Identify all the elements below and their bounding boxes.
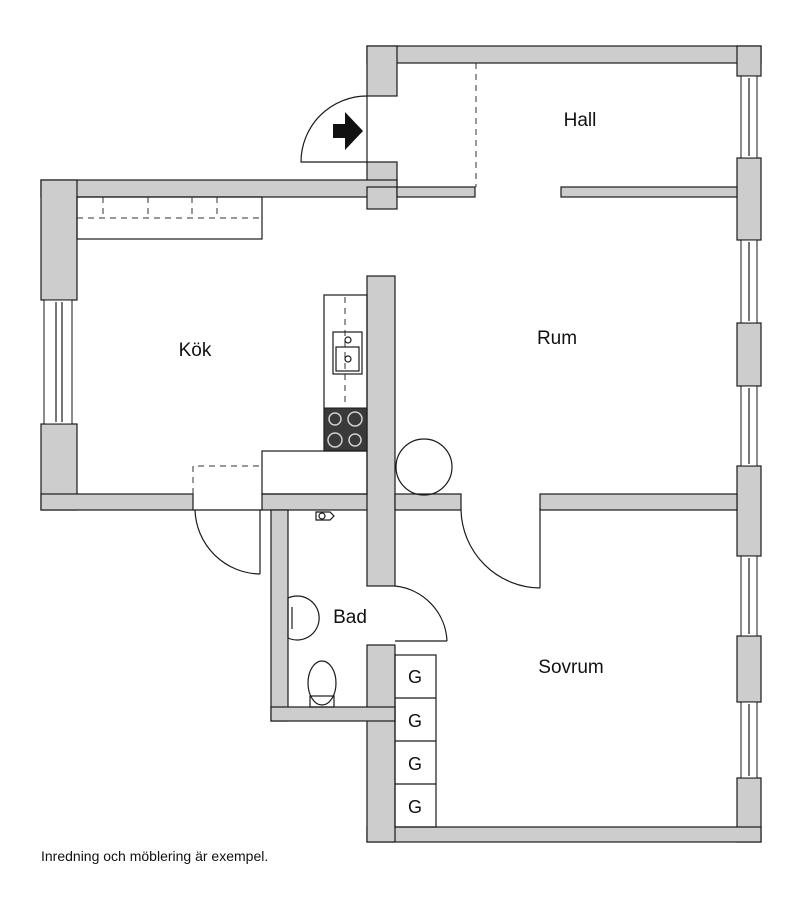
wash-basin-icon [287, 595, 320, 641]
interior-walls [366, 186, 738, 587]
room-label-rum: Rum [537, 328, 577, 349]
sink-icon [332, 331, 363, 375]
room-label-bad: Bad [333, 607, 367, 628]
entrance [300, 63, 477, 187]
room-label-sovrum: Sovrum [538, 657, 603, 678]
doors [193, 508, 541, 642]
window-kok [43, 299, 73, 425]
kitchen-fixtures [76, 196, 368, 495]
room-label-hall: Hall [564, 110, 597, 131]
closets: G G G G [394, 654, 437, 828]
entrance-arrow-icon [333, 112, 363, 150]
closet-label: G [408, 711, 422, 731]
closet-label: G [408, 667, 422, 687]
round-table [395, 438, 453, 496]
closet-label: G [408, 754, 422, 774]
windows [43, 75, 758, 779]
bathroom-fixtures [287, 511, 337, 708]
outer-walls [40, 45, 762, 843]
closet-label: G [408, 797, 422, 817]
footer-note: Inredning och möblering är exempel. [41, 848, 269, 864]
room-label-kok: Kök [179, 340, 212, 361]
toilet-icon [307, 660, 337, 706]
